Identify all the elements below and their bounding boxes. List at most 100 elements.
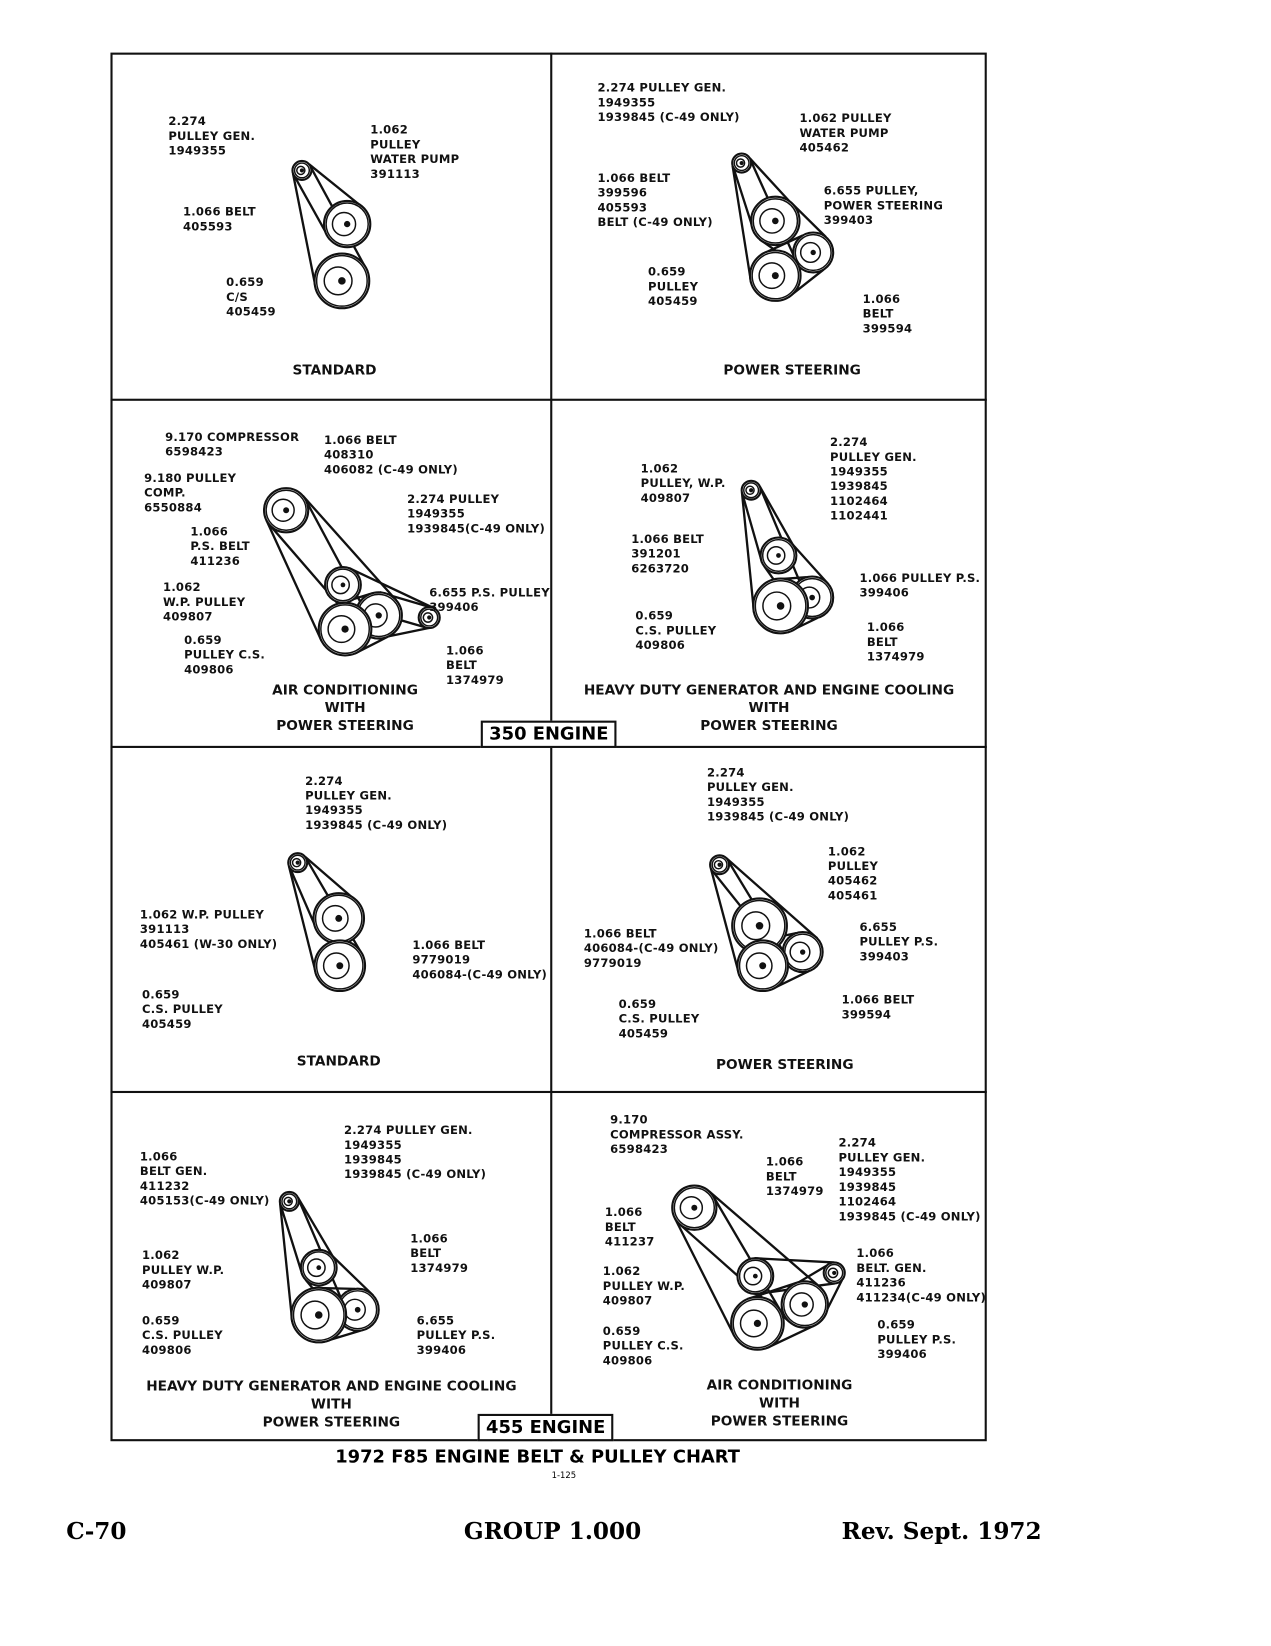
callout-generator-pulley: 2.274 PULLEY GEN. 1949355 [168, 114, 256, 158]
pulley-icon [281, 1193, 298, 1210]
callout-power-steering-pulley: 1.066 PULLEY P.S. 399406 [859, 571, 981, 600]
callout-water-pump-pulley: 1.062 PULLEY 405462 405461 [827, 844, 879, 903]
engine-label-455: 455 ENGINE [477, 1413, 614, 1442]
pulley-icon [751, 251, 800, 300]
pulley-icon [789, 941, 811, 963]
callout-water-pump-pulley: 1.062 PULLEY, W.P. 409807 [640, 461, 726, 505]
pulley-icon [302, 1251, 336, 1285]
callout-generator-belt: 1.066 BELT. GEN. 411236 411234(C-49 ONLY… [856, 1246, 986, 1305]
pulley-icon [783, 1282, 827, 1327]
pulley-icon [306, 1258, 326, 1278]
callout-generator-belt: 1.066 BELT GEN. 411232 405153(C-49 ONLY) [139, 1149, 270, 1208]
belt-line [740, 492, 756, 613]
drawing-code: 1-125 [551, 1470, 577, 1481]
pulley-icon [738, 1259, 772, 1293]
pulley-icon [733, 154, 750, 172]
pulley-hub-icon [314, 1311, 323, 1319]
group-number: GROUP 1.000 [463, 1518, 642, 1546]
pulley-icon [741, 911, 771, 941]
belt-line [296, 1196, 337, 1261]
belt-line [731, 165, 753, 284]
callout-water-pump-pulley: 1.062 PULLEY WATER PUMP 391113 [370, 123, 460, 181]
belt-line [754, 1257, 834, 1264]
engine-label-350: 350 ENGINE [480, 720, 617, 748]
panel-title: AIR CONDITIONING WITH POWER STEERING [272, 682, 418, 735]
pulley-hub-icon [753, 1319, 762, 1328]
pulley-icon [315, 941, 364, 990]
callout-water-pump-pulley: 1.062 W.P. PULLEY 391113 405461 (W-30 ON… [139, 907, 278, 952]
pulley-icon [789, 1292, 814, 1317]
pulley-icon [799, 241, 822, 264]
belt-line [709, 868, 741, 976]
callout-belt: 1.066 BELT 391201 6263720 [631, 532, 705, 576]
pulley-icon [761, 538, 795, 572]
callout-crankshaft-pulley: 0.659 C/S 405459 [226, 275, 276, 319]
callout-crankshaft-pulley: 0.659 PULLEY C.S. 409806 [184, 633, 265, 677]
callout-generator-pulley: 2.274 PULLEY GEN. 1949355 1939845 110246… [838, 1136, 981, 1224]
pulley-hub-icon [809, 594, 815, 601]
pulley-hub-icon [299, 168, 305, 173]
pulley-hub-icon [772, 217, 779, 225]
pulley-hub-icon [335, 914, 343, 922]
pulley-icon [289, 854, 306, 871]
belt-line [673, 1217, 736, 1337]
pulley-hub-icon [427, 615, 432, 620]
callout-water-pump-pulley: 1.062 PULLEY WATER PUMP 405462 [799, 111, 892, 155]
pulley-icon [735, 158, 746, 168]
panel-title: POWER STEERING [716, 1057, 854, 1074]
pulley-icon [679, 1195, 704, 1220]
pulley-hub-icon [799, 949, 806, 955]
belt-line [279, 1204, 304, 1276]
callout-generator-pulley: 2.274 PULLEY GEN. 1949355 1939845 (C-49 … [706, 765, 850, 824]
pulley-hub-icon [283, 507, 290, 514]
pulley-icon [326, 568, 360, 602]
pulley-hub-icon [717, 862, 722, 867]
callout-crankshaft-pulley: 0.659 C.S. PULLEY 405459 [618, 997, 700, 1041]
pulley-icon [325, 202, 369, 246]
callout-belt: 1.066 BELT 406084-(C-49 ONLY) 9779019 [583, 926, 719, 970]
callout-power-steering-pulley: 6.655 PULLEY, POWER STEERING 399403 [823, 184, 944, 228]
pulley-hub-icon [375, 612, 382, 619]
pulley-icon [759, 208, 785, 234]
belt-line [758, 486, 796, 550]
pulley-hub-icon [295, 860, 300, 865]
pulley-icon [327, 615, 356, 644]
pulley-hub-icon [691, 1204, 698, 1211]
pulley-icon [321, 904, 349, 932]
belt-line [287, 865, 318, 976]
callout-compressor-pulley: 9.180 PULLEY COMP. 6550884 [144, 471, 237, 515]
pulley-hub-icon [338, 277, 346, 285]
pulley-icon [322, 952, 350, 980]
belt-line [741, 493, 764, 563]
callout-power-steering-pulley: 6.655 PULLEY P.S. 399403 [859, 920, 939, 964]
pulley-icon [762, 591, 792, 621]
belt-line [725, 857, 818, 940]
pulley-icon [300, 1300, 330, 1330]
pulley-icon [283, 1196, 293, 1207]
callout-belt: 1.066 BELT 408310 406082 (C-49 ONLY) [324, 433, 458, 477]
row-divider [110, 398, 987, 401]
callout-crankshaft-pulley: 0.659 PULLEY 405459 [648, 265, 699, 309]
pulley-icon [758, 262, 786, 290]
pulley-icon [732, 1298, 783, 1349]
pulley-icon [739, 1309, 768, 1338]
callout-belt: 1.066 BELT 399594 [841, 993, 915, 1022]
belt-line [791, 543, 830, 586]
callout-power-steering-pulley: 0.659 PULLEY P.S. 399406 [877, 1318, 957, 1362]
pulley-hub-icon [739, 160, 744, 166]
pulley-hub-icon [771, 272, 779, 280]
callout-water-pump-pulley: 1.062 W.P. PULLEY 409807 [163, 580, 246, 624]
pulley-icon [673, 1186, 716, 1229]
revision-date: Rev. Sept. 1972 [841, 1518, 1042, 1546]
pulley-icon [711, 856, 728, 873]
pulley-icon [331, 211, 357, 237]
pulley-hub-icon [755, 921, 764, 930]
pulley-icon [745, 485, 755, 496]
callout-generator-pulley: 2.274 PULLEY GEN. 1949355 1939845 110246… [830, 435, 917, 523]
pulley-icon [745, 952, 773, 980]
pulley-icon [291, 857, 302, 868]
pulley-icon [743, 1266, 763, 1286]
panel-title: HEAVY DUTY GENERATOR AND ENGINE COOLING … [146, 1379, 517, 1431]
